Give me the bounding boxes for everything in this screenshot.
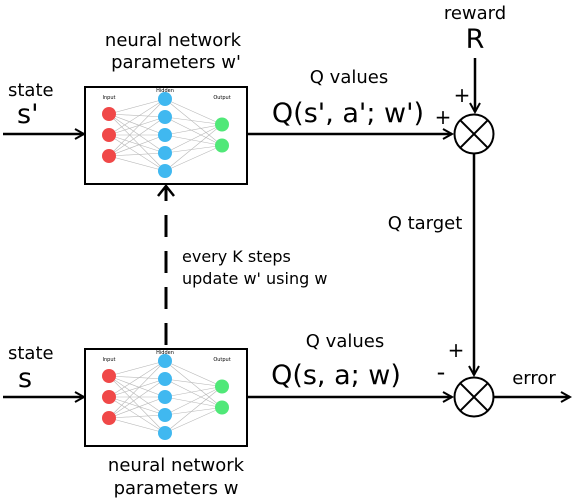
reward-label: reward: [444, 3, 506, 24]
output-layer-label: Output: [213, 357, 230, 363]
top-state-symbol: s': [17, 99, 39, 130]
hidden-node: [158, 426, 172, 440]
input-layer-label: Input: [103, 95, 116, 101]
input-node: [102, 390, 116, 404]
hidden-node: [158, 372, 172, 386]
input-node: [102, 411, 116, 425]
top-sum-node: [453, 113, 495, 155]
network-connections: [108, 360, 223, 434]
hidden-node: [158, 110, 172, 124]
input-node: [102, 369, 116, 383]
hidden-node: [158, 354, 172, 368]
bottom-minus-left: -: [437, 358, 446, 386]
bottom-network-caption-line1: neural network: [108, 455, 245, 476]
error-label: error: [512, 368, 556, 389]
q-target-label: Q target: [388, 213, 463, 234]
top-q-expression: Q(s', a'; w'): [272, 98, 424, 129]
hidden-node: [158, 146, 172, 160]
sync-text-line1: every K steps: [182, 247, 291, 266]
hidden-node: [158, 164, 172, 178]
output-node: [215, 400, 229, 415]
hidden-node: [158, 92, 172, 106]
bottom-network-caption-line2: parameters w: [114, 478, 239, 499]
reward-symbol: R: [466, 24, 485, 55]
bottom-state-label: state: [8, 343, 54, 364]
hidden-node: [158, 390, 172, 404]
top-network-caption-line2: parameters w': [111, 52, 241, 73]
bottom-q-expression: Q(s, a; w): [271, 360, 401, 391]
hidden-node: [158, 408, 172, 422]
bottom-plus-top: +: [448, 338, 465, 362]
input-layer-label: Input: [103, 357, 116, 363]
top-q-values-label: Q values: [310, 67, 388, 88]
bottom-q-values-label: Q values: [306, 331, 384, 352]
input-node: [102, 107, 116, 121]
top-state-label: state: [8, 80, 54, 101]
output-node: [215, 117, 229, 132]
top-plus-top: +: [454, 83, 471, 107]
output-node: [215, 379, 229, 394]
sync-arrowhead: [157, 183, 175, 197]
bottom-sum-node: [453, 376, 495, 418]
output-node: [215, 138, 229, 153]
bottom-state-symbol: s: [18, 363, 32, 394]
output-layer-label: Output: [213, 95, 230, 101]
hidden-node: [158, 128, 172, 142]
input-node: [102, 128, 116, 142]
input-node: [102, 149, 116, 163]
hidden-layer-label: Hidden: [156, 350, 174, 356]
top-network-caption-line1: neural network: [105, 30, 242, 51]
network-connections: [108, 98, 223, 172]
sync-text-line2: update w' using w: [182, 269, 327, 288]
top-plus-left: +: [435, 105, 452, 129]
hidden-layer-label: Hidden: [156, 88, 174, 94]
